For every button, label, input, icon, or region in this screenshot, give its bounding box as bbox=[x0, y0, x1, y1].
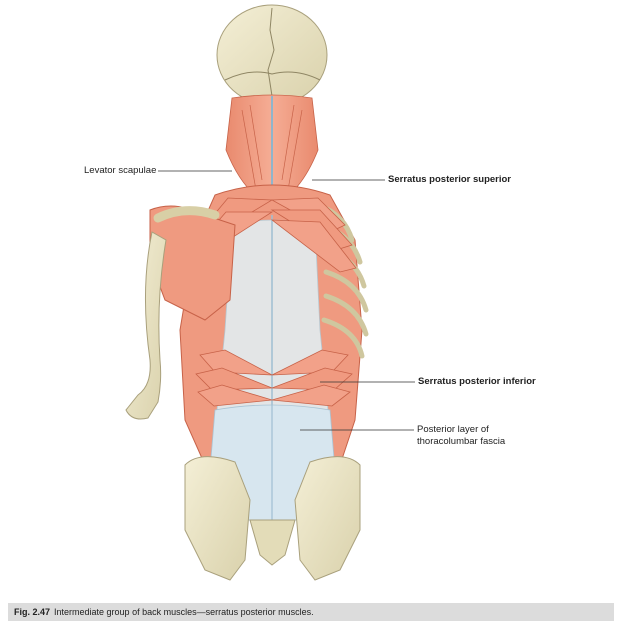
leader-lines bbox=[158, 170, 415, 431]
caption-number: Fig. 2.47 bbox=[14, 607, 51, 617]
fascia-label-line2: thoracolumbar fascia bbox=[417, 436, 506, 447]
back-muscles-illustration bbox=[125, 4, 415, 581]
caption-text: Intermediate group of back muscles—serra… bbox=[54, 607, 314, 617]
label-levator-scapulae: Levator scapulae bbox=[84, 165, 157, 176]
left-arm-and-scapula bbox=[125, 205, 236, 420]
fascia-label-line1: Posterior layer of bbox=[417, 424, 489, 435]
label-serratus-posterior-inferior: Serratus posterior inferior bbox=[418, 376, 536, 387]
serratus-posterior-inferior bbox=[195, 349, 353, 407]
pelvis bbox=[184, 456, 361, 581]
label-serratus-posterior-superior: Serratus posterior superior bbox=[388, 174, 512, 185]
label-thoracolumbar-fascia: Posterior layer of thoracolumbar fascia bbox=[417, 424, 505, 448]
skull bbox=[216, 4, 328, 106]
